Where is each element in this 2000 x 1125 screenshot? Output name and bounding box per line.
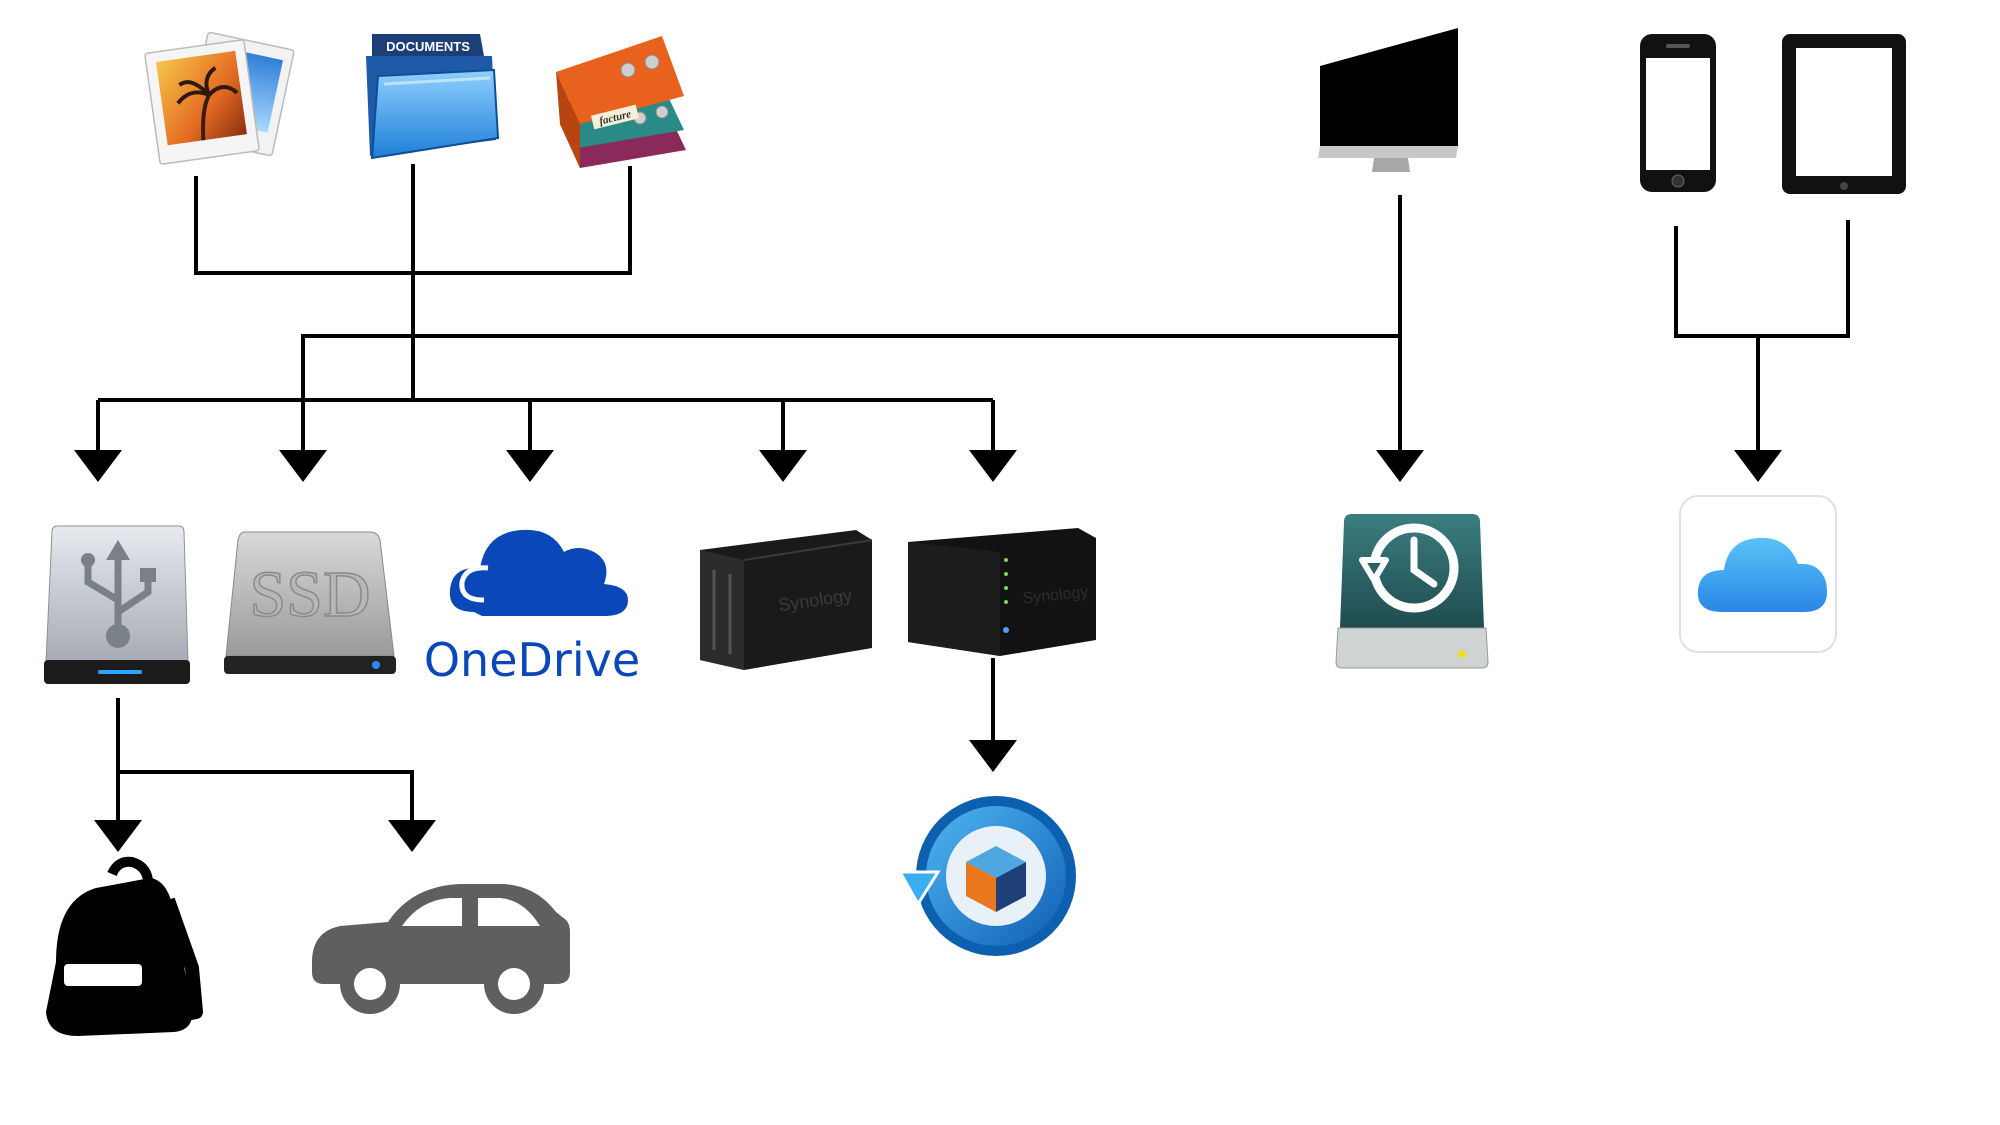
arrow-hyper-backup (969, 740, 1017, 772)
arrow-backpack (94, 820, 142, 852)
onedrive-label: OneDrive (424, 633, 640, 687)
arrow-nas4 (969, 450, 1017, 482)
synology-nas-4bay-icon: Synology (908, 528, 1096, 656)
ipad-icon (1782, 34, 1906, 194)
ssd-drive-icon: SSD (224, 531, 396, 674)
hyper-backup-icon (897, 796, 1076, 956)
arrow-icloud (1734, 450, 1782, 482)
arrow-ssd (279, 450, 327, 482)
arrow-usb (74, 450, 122, 482)
car-icon (312, 884, 570, 1014)
arrow-nas2 (759, 450, 807, 482)
usb-drive-icon (44, 525, 190, 684)
arrow-time-machine (1376, 450, 1424, 482)
ssd-label: SSD (249, 558, 370, 631)
connector-lines (96, 164, 1850, 820)
time-machine-drive-icon (1335, 514, 1489, 669)
backpack-icon (46, 856, 203, 1036)
usb-to-car-line (118, 770, 414, 820)
binders-icon: facture (556, 36, 686, 168)
synology-nas-2bay-icon: Synology (700, 530, 873, 670)
iphone-icon (1640, 34, 1716, 192)
onedrive-cloud-icon: OneDrive (424, 529, 640, 687)
documents-folder-icon: DOCUMENTS (366, 34, 500, 160)
arrow-car (388, 820, 436, 852)
icloud-icon (1679, 495, 1837, 653)
arrow-heads (74, 450, 1782, 852)
nas-4bay-label: Synology (1022, 584, 1089, 608)
arrow-onedrive (506, 450, 554, 482)
imac-icon (1318, 28, 1458, 172)
photos-icon (144, 31, 295, 165)
mobile-bracket (1674, 220, 1850, 338)
imac-to-ssd-line (301, 334, 1400, 450)
documents-label: DOCUMENTS (386, 39, 470, 54)
